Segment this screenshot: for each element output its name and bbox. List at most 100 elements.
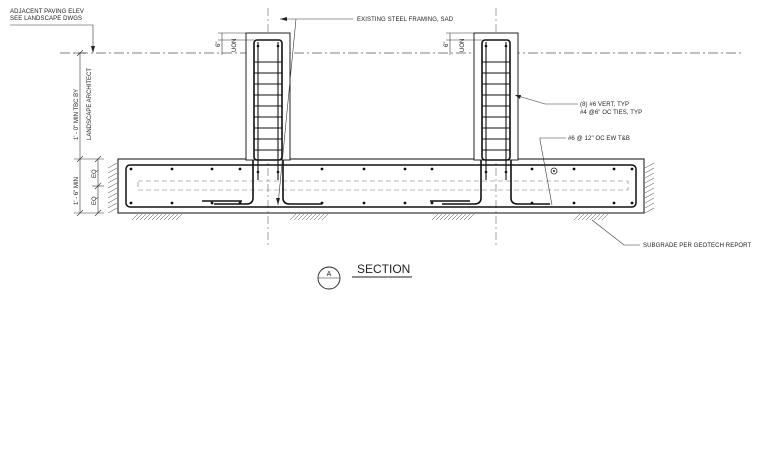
ties-label: #4 @6" OC TIES, TYP: [580, 110, 642, 116]
rebar-dot: [238, 201, 242, 205]
pier-right: [430, 32, 550, 205]
section-title: SECTION: [357, 262, 410, 276]
hatch-line: [459, 213, 467, 221]
hatch-line: [131, 213, 139, 221]
hatch-line: [135, 213, 143, 221]
rebar-dot: [572, 167, 576, 171]
leaders: [10, 18, 640, 246]
rebar-dot: [210, 201, 214, 205]
hatch-line: [593, 213, 601, 221]
hatch-line: [644, 197, 655, 204]
footing-outline: [117, 158, 645, 214]
hatch-line: [439, 213, 447, 221]
hatch-line: [171, 213, 179, 221]
hatch-line: [107, 172, 118, 179]
mat-bars-label: #6 @ 12" OC EW T&B: [568, 136, 630, 142]
hatch-line: [644, 177, 655, 184]
steel-framing-label: EXISTING STEEL FRAMING, SAD: [357, 17, 454, 23]
hatch-line: [644, 182, 655, 189]
hatch-line: [443, 213, 451, 221]
hatch-line: [644, 187, 655, 194]
eq-bottom-label: EQ: [92, 196, 98, 205]
rebar-dot: [403, 167, 407, 171]
hatch-line: [644, 192, 655, 199]
paving-elev-label: ADJACENT PAVING ELEV: [10, 9, 84, 15]
subgrade-label: SUBGRADE PER GEOTECH REPORT: [643, 243, 752, 249]
hatch-line: [107, 202, 118, 209]
hatch-line: [293, 213, 301, 221]
hatch-line: [431, 213, 439, 221]
rebar-dot: [484, 170, 488, 174]
hatch-line: [597, 213, 605, 221]
hatch-line: [107, 187, 118, 194]
hatch-line: [107, 207, 118, 214]
rebar-dot: [320, 167, 324, 171]
height-dim-label: 1' - 0" MIN TBC BY: [74, 89, 80, 140]
hatch-line: [155, 213, 163, 221]
rebar-dot: [572, 201, 576, 205]
rebar-dot: [612, 201, 616, 205]
hatch-line: [175, 213, 183, 221]
dimension-lines: [74, 32, 482, 217]
uon-left-label: UON: [232, 39, 238, 52]
rebar-dot: [630, 201, 634, 205]
hatch-line: [297, 213, 305, 221]
hatch-line: [644, 172, 655, 179]
vert-bars-label: (8) #6 VERT, TYP: [580, 102, 629, 108]
hatch-line: [447, 213, 455, 221]
hatch-line: [313, 213, 321, 221]
rebar-dot: [256, 170, 260, 174]
rebar-dot: [612, 167, 616, 171]
rebar-dot: [362, 167, 366, 171]
hatch-line: [644, 202, 655, 209]
cover-right-label: 6": [444, 42, 450, 47]
hatch-line: [644, 162, 655, 169]
hatch-line: [577, 213, 585, 221]
rebar-dot: [170, 201, 174, 205]
rebar-dot: [170, 167, 174, 171]
footing-mat-rebar: [125, 164, 637, 208]
rebar-dot: [320, 201, 324, 205]
hatch-line: [601, 213, 609, 221]
hatch-line: [451, 213, 459, 221]
rebar-dot: [484, 44, 488, 48]
hatch-line: [107, 182, 118, 189]
rebar-dot: [430, 167, 434, 171]
hatch-line: [107, 192, 118, 199]
hatch-line: [107, 197, 118, 204]
hatch-line: [301, 213, 309, 221]
hatch-line: [139, 213, 147, 221]
hatch-line: [309, 213, 317, 221]
hatch-line: [644, 207, 655, 214]
hatch-line: [467, 213, 475, 221]
uon-right-label: UON: [460, 39, 466, 52]
hatch-line: [159, 213, 167, 221]
hatch-line: [167, 213, 175, 221]
rebar-dot: [630, 167, 634, 171]
hatch-line: [107, 162, 118, 169]
leader-arrowheads: [91, 17, 521, 205]
rebar-dot: [430, 201, 434, 205]
rebar-dot: [403, 201, 407, 205]
footing-depth-label: 1' - 6" MIN: [74, 177, 80, 205]
rebar-dot: [530, 201, 534, 205]
hatch-line: [589, 213, 597, 221]
rebar-dot: [238, 167, 242, 171]
rebar-dot: [129, 167, 133, 171]
rebar-dot: [210, 167, 214, 171]
landscape-architect-label: LANDSCAPE ARCHITECT: [87, 68, 93, 140]
hatch-line: [581, 213, 589, 221]
rebar-dot: [276, 44, 280, 48]
soil-hatching: [107, 162, 655, 221]
hatch-line: [289, 213, 297, 221]
footing-center-dashed: [137, 180, 629, 191]
hatch-line: [143, 213, 151, 221]
hatch-line: [585, 213, 593, 221]
rebar-dot: [504, 170, 508, 174]
cover-left-label: 6": [216, 42, 222, 47]
hatch-line: [151, 213, 159, 221]
rebar-dot: [129, 201, 133, 205]
hatch-line: [147, 213, 155, 221]
hatch-line: [321, 213, 329, 221]
